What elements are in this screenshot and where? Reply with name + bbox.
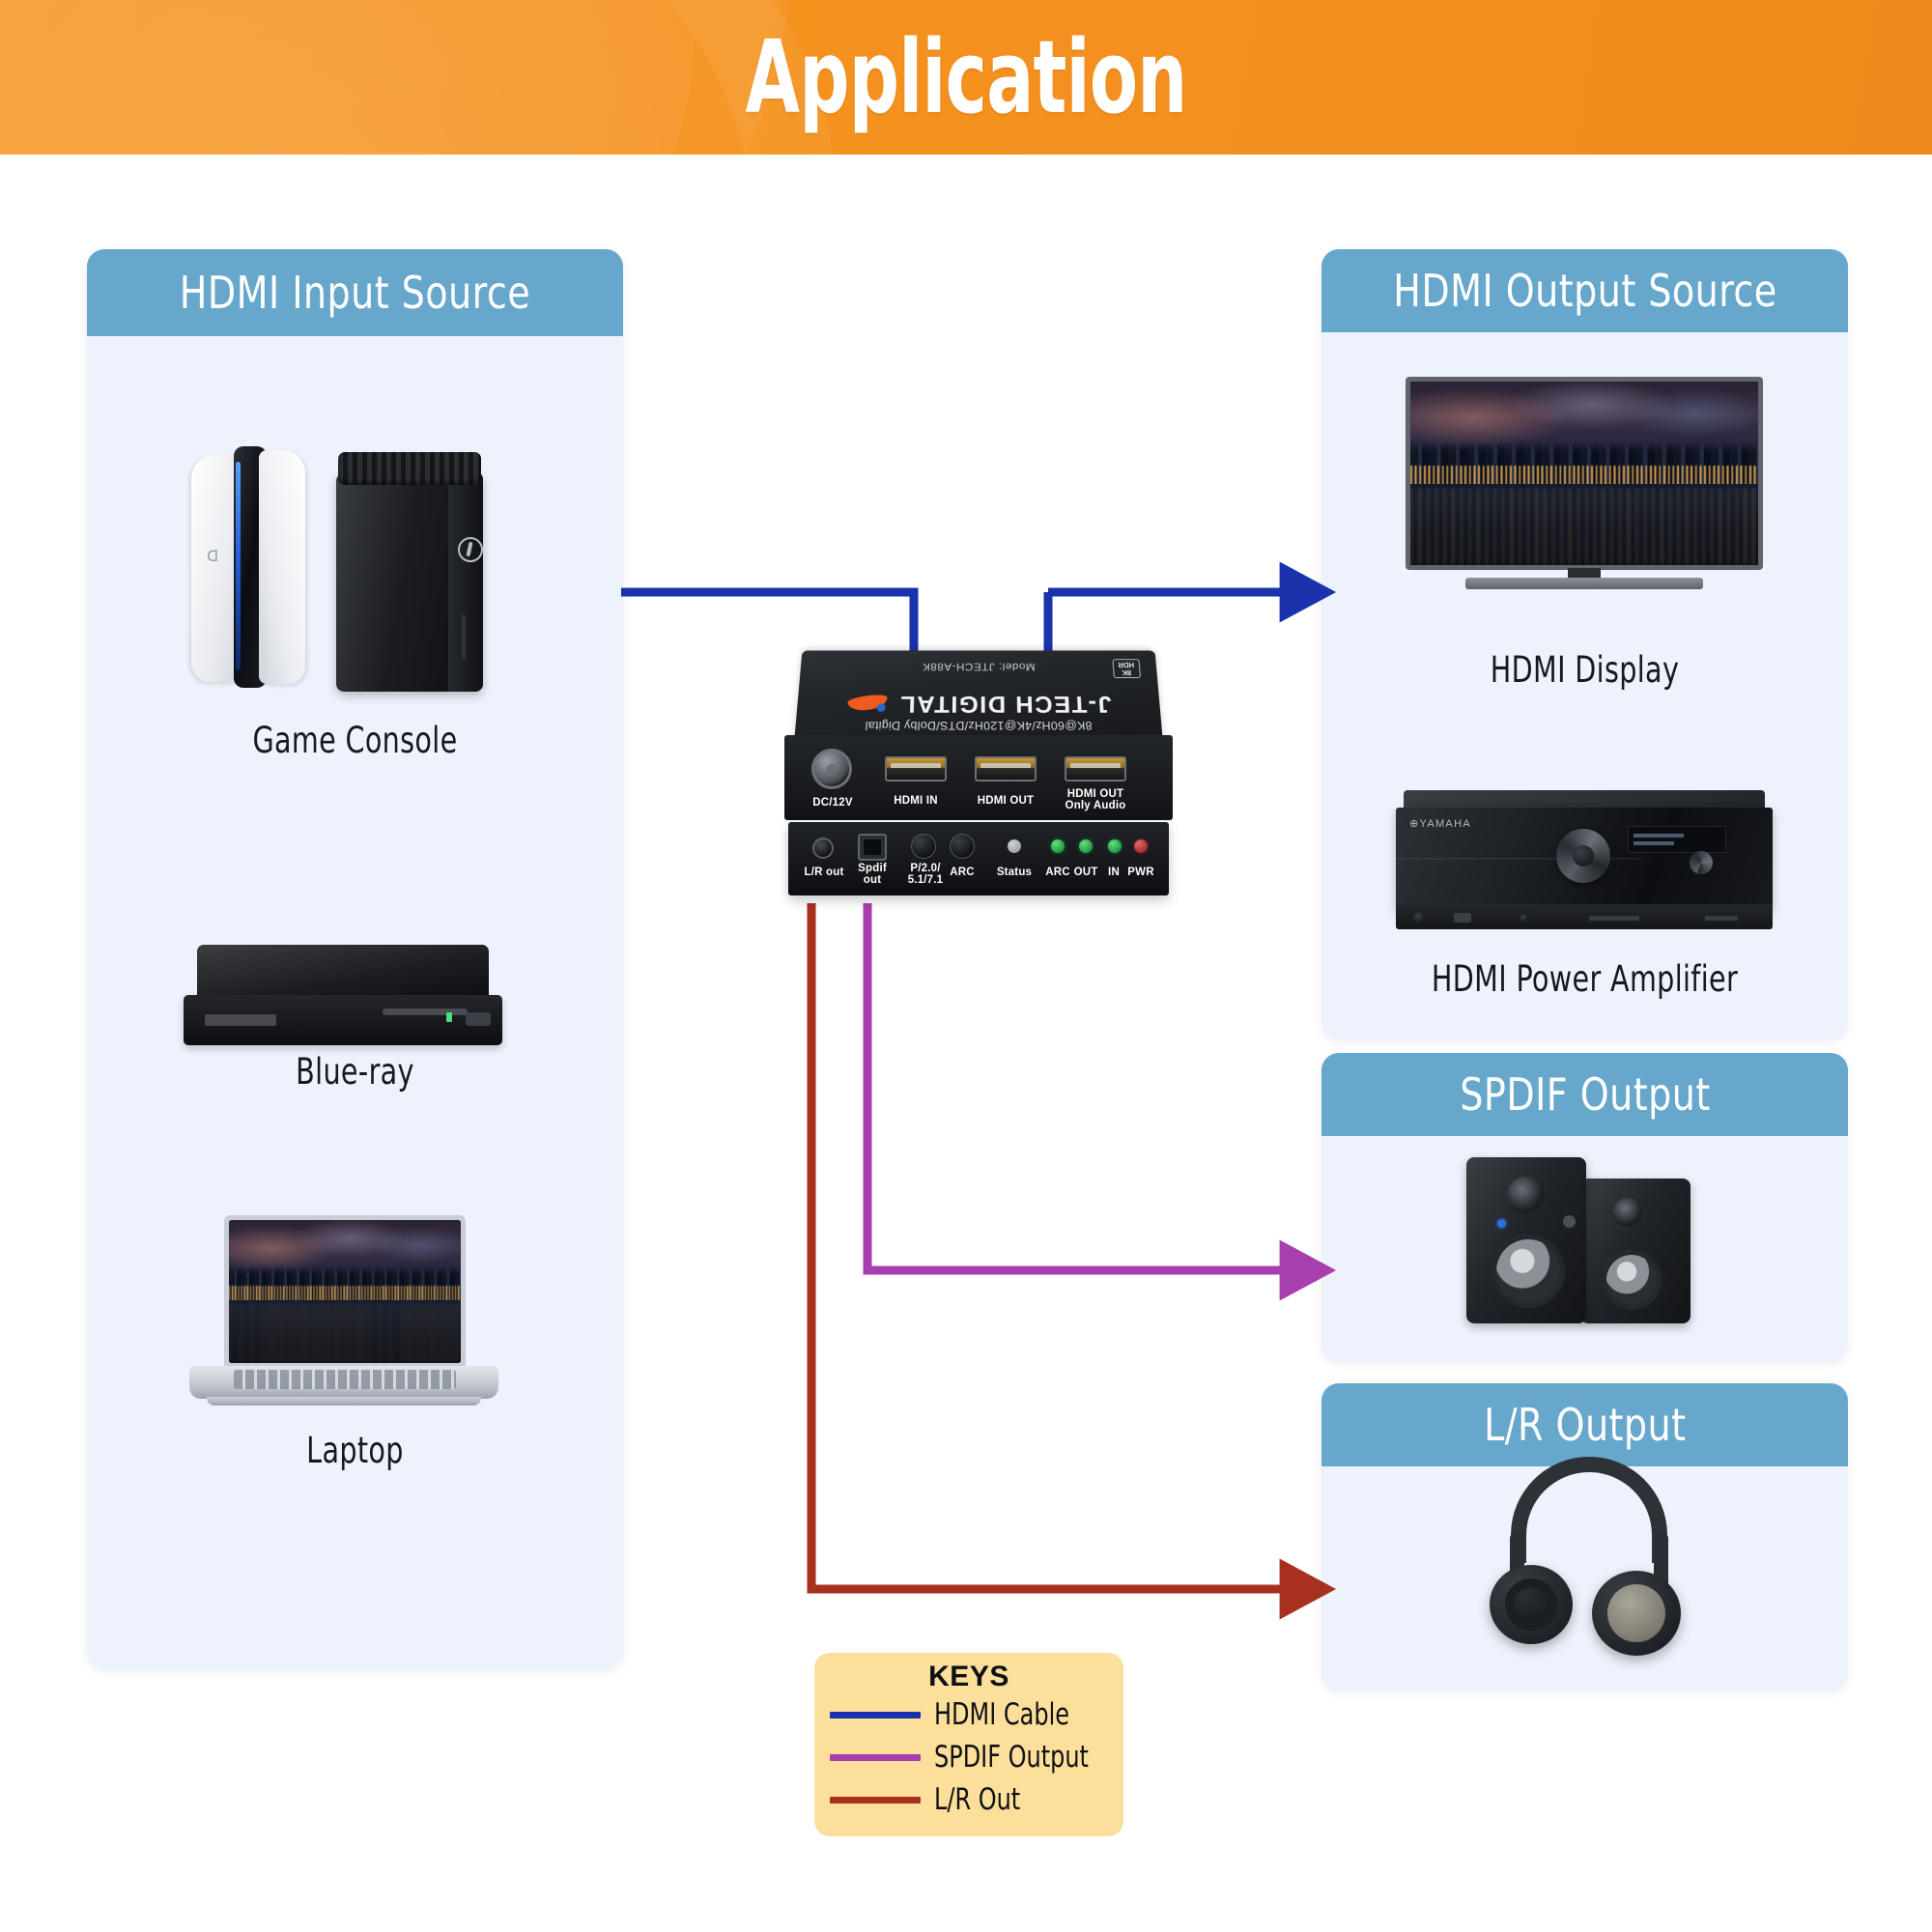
caption-bluray: Blue-ray (125, 1051, 585, 1093)
control-label-pwr-led: PWR (1119, 867, 1163, 878)
keys-legend-title: KEYS (814, 1653, 1123, 1693)
device-brand: J-TECH DIGITAL (796, 691, 1160, 719)
panel-header-hdmi-output-source: HDMI Output Source (1321, 249, 1848, 332)
legend-item-hdmi-cable: HDMI Cable (814, 1693, 1123, 1736)
pwr-led-icon (1134, 839, 1148, 853)
control-label-status: Status (985, 867, 1043, 878)
lr-out-jack[interactable] (812, 838, 834, 859)
legend-swatch-hdmi (830, 1712, 921, 1719)
spdif-out-toslink-port[interactable] (858, 834, 887, 861)
control-label-arc-button: ARC (935, 867, 989, 878)
port-label-hdmi-out-audio: HDMI OUT Only Audio (1051, 788, 1140, 811)
device-front-panel: L/R out Spdif out P/2.0/ 5.1/7.1 ARC Sta… (788, 822, 1169, 895)
keys-legend: KEYS HDMI Cable SPDIF Output L/R Out (814, 1653, 1123, 1836)
headphones-icon (1488, 1457, 1690, 1650)
legend-label-lr: L/R Out (934, 1782, 1020, 1817)
legend-label-spdif: SPDIF Output (934, 1740, 1089, 1775)
playstation-icon: ᗡ (191, 446, 307, 688)
panel-header-hdmi-input-source: HDMI Input Source (87, 249, 623, 336)
port-label-dc: DC/12V (794, 797, 871, 809)
caption-hdmi-display: HDMI Display (1358, 649, 1811, 691)
port-label-hdmi-out: HDMI OUT (965, 795, 1046, 807)
device-model-label: Model: JTECH-A88K (800, 661, 1156, 672)
av-receiver-icon: ⊕YAMAHA (1396, 790, 1773, 933)
arc-led-icon (1051, 839, 1065, 853)
legend-item-lr-out: L/R Out (814, 1778, 1123, 1821)
wire-lr-out-to-headphones (811, 903, 1302, 1589)
hdmi-in-port[interactable] (885, 756, 947, 781)
dc-power-port[interactable] (811, 749, 852, 789)
panel-title-lr-output: L/R Output (1484, 1399, 1686, 1451)
jtech-logo-icon (845, 695, 888, 714)
caption-laptop: Laptop (125, 1430, 585, 1471)
device-rear-panel: DC/12V HDMI IN HDMI OUT HDMI OUT Only Au… (784, 735, 1173, 820)
control-label-spdif-out: Spdif out (844, 863, 900, 886)
panel-title-hdmi-input-source: HDMI Input Source (180, 267, 530, 319)
hdmi-out-port[interactable] (975, 756, 1037, 781)
bluray-player-icon (184, 945, 502, 1049)
legend-item-spdif-output: SPDIF Output (814, 1736, 1123, 1778)
audio-mode-button[interactable] (911, 834, 936, 859)
television-icon (1406, 377, 1763, 597)
hdr-badge-icon: 8K HDR (1112, 659, 1141, 678)
hdmi-out-audio-port[interactable] (1065, 756, 1126, 781)
out-led-icon (1079, 839, 1093, 853)
port-label-hdmi-in: HDMI IN (875, 795, 956, 807)
hdr-badge-line1: 8K (1118, 668, 1134, 676)
panel-header-lr-output: L/R Output (1321, 1383, 1848, 1466)
hdr-badge-line2: HDR (1118, 661, 1134, 668)
caption-hdmi-power-amplifier: HDMI Power Amplifier (1358, 958, 1811, 1000)
legend-swatch-lr (830, 1797, 921, 1804)
device-spec-label: 8K@60Hz/4K@120Hz/DTS/Dolby Digital (795, 719, 1162, 731)
page-title: Application (213, 0, 1719, 155)
legend-swatch-spdif (830, 1754, 921, 1761)
speakers-icon (1466, 1151, 1708, 1325)
wire-spdif-out-to-speakers (867, 903, 1302, 1270)
xbox-icon (336, 452, 483, 692)
hdmi-audio-extractor-device: Model: JTECH-A88K J-TECH DIGITAL 8K@60Hz… (784, 642, 1173, 903)
caption-game-console: Game Console (125, 720, 585, 761)
device-brand-label: J-TECH DIGITAL (898, 691, 1113, 719)
panel-title-hdmi-output-source: HDMI Output Source (1393, 265, 1776, 317)
legend-label-hdmi: HDMI Cable (934, 1697, 1069, 1732)
status-led-icon (1008, 839, 1021, 853)
in-led-icon (1108, 839, 1122, 853)
page-header: Application (0, 0, 1932, 155)
panel-title-spdif-output: SPDIF Output (1460, 1068, 1710, 1121)
device-top-face: Model: JTECH-A88K J-TECH DIGITAL 8K@60Hz… (794, 650, 1163, 743)
arc-button[interactable] (950, 834, 975, 859)
laptop-icon (189, 1215, 498, 1423)
panel-header-spdif-output: SPDIF Output (1321, 1053, 1848, 1136)
